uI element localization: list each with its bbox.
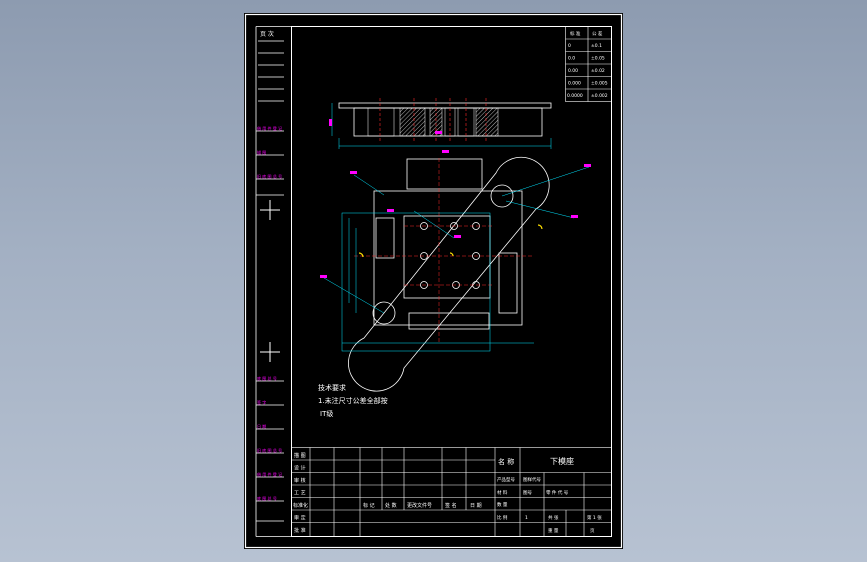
- outer-frame: [244, 13, 623, 549]
- tolerance-cell: 0.0: [568, 56, 575, 62]
- sidebar-label: 旧 底 图 总 号: [257, 173, 282, 179]
- tolerance-cell: 0.0000: [567, 93, 583, 99]
- notes-heading: 技术要求: [318, 383, 346, 392]
- page-label: 页: [590, 528, 595, 534]
- title-label: 标准化: [293, 502, 308, 509]
- sidebar-label: 旧 底 图 总 号: [257, 447, 282, 453]
- title-block: [291, 447, 612, 537]
- sidebar-label: 借 用 件 登 记: [257, 471, 282, 477]
- title-label: 描 图: [294, 452, 306, 459]
- sidebar-label: 日 期: [257, 423, 266, 429]
- sidebar-label: 签 字: [257, 399, 266, 405]
- tolerance-header: 标 准: [570, 30, 581, 37]
- cad-drawing: 页 次 借 用 件 登 记 描 图 旧 底 图 总 号 底 图 总 号 签 字 …: [244, 13, 623, 549]
- quantity-value: 1: [525, 515, 528, 521]
- sidebar: [255, 26, 291, 537]
- registration-cross-bottom: [260, 342, 280, 362]
- scale-label: 比 例: [497, 514, 508, 521]
- part-no-label: 图号: [523, 490, 532, 496]
- product-model-label: 产品型号: [497, 476, 515, 483]
- tolerance-header: 公 差: [592, 30, 603, 37]
- sidebar-top-label: 页 次: [260, 30, 274, 38]
- title-label: 审 定: [294, 515, 306, 522]
- material-label: 材 料: [497, 489, 508, 496]
- registration-cross-top: [260, 200, 280, 220]
- sheet-label: 共 张: [548, 514, 559, 521]
- title-label: 设 计: [294, 465, 306, 472]
- tolerance-cell: 0.00: [568, 68, 578, 74]
- name-label: 名 称: [498, 457, 514, 466]
- tolerance-cell: ±0.005: [591, 81, 608, 87]
- revision-label: 处 数: [385, 502, 397, 509]
- revision-label: 标 记: [363, 502, 375, 509]
- revision-label: 更改文件号: [407, 502, 432, 509]
- title-label: 批 准: [294, 527, 306, 534]
- surface-marks: [358, 224, 543, 258]
- notes-line: 1.未注尺寸公差全部按: [318, 396, 388, 405]
- sidebar-label: 底 图 总 号: [257, 375, 277, 381]
- drawing-no-label: 图样代号: [523, 476, 541, 483]
- tolerance-cell: ±0.02: [591, 68, 605, 74]
- plan-view: [348, 156, 550, 392]
- quantity-label: 数 量: [497, 501, 508, 508]
- sidebar-label: 借 用 件 登 记: [257, 125, 282, 131]
- plan-annotations: [320, 119, 591, 278]
- revision-label: 日 期: [470, 503, 482, 509]
- tolerance-cell: ±0.1: [591, 43, 602, 49]
- drawing-sheet: 页 次 借 用 件 登 记 描 图 旧 底 图 总 号 底 图 总 号 签 字 …: [244, 13, 623, 549]
- notes-line: IT级: [320, 409, 333, 418]
- revision-label: 签 名: [445, 502, 457, 509]
- section-view: [331, 98, 552, 149]
- tolerance-cell: ±0.002: [591, 93, 608, 99]
- title-label: 审 核: [294, 477, 306, 484]
- tolerance-cell: 0: [568, 43, 571, 49]
- tolerance-cell: 0.000: [568, 81, 581, 87]
- plan-dimensions: [323, 166, 590, 352]
- product-name-label: 零 件 代 号: [546, 489, 569, 496]
- tolerance-cell: ±0.05: [591, 56, 605, 62]
- title-label: 工 艺: [294, 491, 306, 497]
- sidebar-label: 描 图: [257, 149, 266, 155]
- sidebar-label: 底 图 总 号: [257, 495, 277, 501]
- tolerance-table: [565, 26, 612, 102]
- sheet-no-label: 第 1 张: [587, 514, 602, 521]
- weight-label: 重 量: [548, 527, 559, 534]
- part-name: 下模座: [550, 456, 574, 466]
- plan-centerlines: [354, 158, 534, 343]
